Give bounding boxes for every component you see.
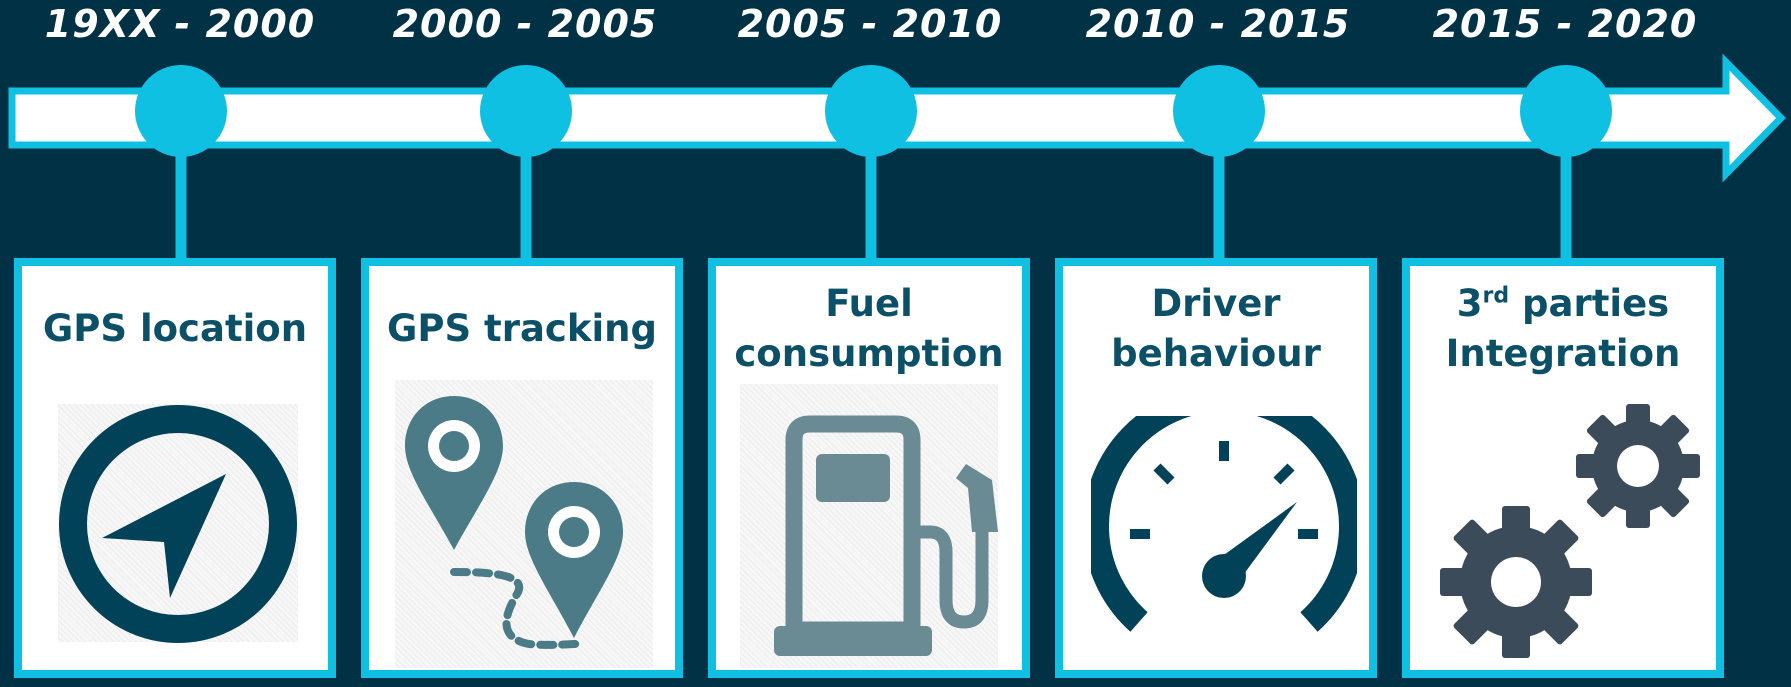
card-driver-behaviour: Driver behaviour [1055,258,1377,678]
card-title-line: Fuel [825,282,913,325]
speedometer-icon [1091,416,1357,632]
card-title-line: behaviour [1111,332,1321,375]
period-label-3: 2005 - 2010 [737,2,1003,46]
title-ordinal-suffix: rd [1482,283,1510,309]
card-title: 3rd parties Integration [1410,274,1716,384]
compass-navigation-icon [59,405,297,643]
period-label-4: 2010 - 2015 [1085,2,1351,46]
card-title: GPS tracking [369,274,675,384]
card-title-line: Integration [1445,332,1681,375]
period-label-2: 2000 - 2005 [392,2,658,46]
card-fuel-consumption: Fuel consumption [708,258,1030,678]
period-label-1: 19XX - 2000 [44,2,316,46]
milestone-marker-2 [480,65,572,157]
card-title: Fuel consumption [716,274,1022,384]
milestone-marker-3 [825,65,917,157]
period-label-5: 2015 - 2020 [1432,2,1698,46]
milestone-marker-4 [1173,65,1265,157]
card-gps-tracking: GPS tracking [361,258,683,678]
card-title-line: 3rd parties [1457,279,1669,329]
card-title-line: GPS location [42,307,308,350]
fuel-pump-icon [774,415,998,656]
card-title-line: GPS tracking [387,307,657,350]
card-title-line: Driver [1151,282,1281,325]
gears-icon [1440,404,1700,658]
title-word: parties [1509,282,1670,325]
card-title: GPS location [22,274,328,384]
card-third-parties-integration: 3rd parties Integration [1402,258,1724,678]
card-title: Driver behaviour [1063,274,1369,384]
card-title-line: consumption [734,332,1004,375]
milestone-marker-5 [1520,65,1612,157]
milestone-marker-1 [135,65,227,157]
card-gps-location: GPS location [14,258,336,678]
map-pins-route-icon [405,396,623,649]
title-ordinal-number: 3 [1456,282,1483,325]
